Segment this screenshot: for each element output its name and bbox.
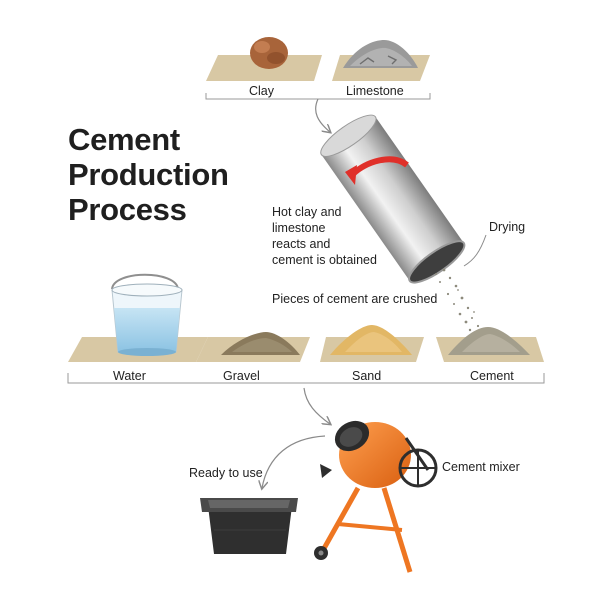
cement-tile: [436, 327, 544, 362]
arrow-to-kiln: [315, 98, 330, 132]
title-line: Cement: [68, 122, 180, 157]
bucket-icon: [111, 273, 183, 356]
storage-tub-icon: [200, 498, 298, 554]
label-limestone: Limestone: [346, 84, 404, 98]
sand-tile: [320, 325, 424, 362]
label-cement: Cement: [470, 369, 514, 383]
label-drying: Drying: [489, 220, 526, 234]
title-line: Process: [68, 192, 187, 227]
label-ready-to-use: Ready to use: [189, 466, 263, 480]
label-clay: Clay: [249, 84, 275, 98]
label-sand: Sand: [352, 369, 382, 383]
label-cement-mixer: Cement mixer: [442, 460, 520, 474]
arrow-to-mixer: [303, 387, 330, 424]
drying-pointer: [463, 234, 487, 267]
clay-tile: [206, 37, 322, 81]
cement-mixer-icon: [314, 420, 438, 573]
rotary-kiln: [320, 114, 466, 284]
label-crushed: Pieces of cement are crushed: [272, 292, 438, 306]
page-title: Cement Production Process: [68, 122, 229, 227]
reaction-line: limestone: [272, 221, 326, 235]
reaction-line: Hot clay and: [272, 205, 342, 219]
rotation-arrow-icon: [345, 156, 409, 185]
ready-arrow: [262, 435, 326, 488]
reaction-line: cement is obtained: [272, 253, 377, 267]
reaction-line: reacts and: [272, 237, 331, 251]
label-gravel: Gravel: [223, 369, 260, 383]
ingredients-bracket: [67, 373, 545, 384]
limestone-tile: [332, 40, 430, 81]
cement-powder-stream: [435, 268, 485, 338]
reaction-note: Hot clay and limestone reacts and cement…: [272, 204, 377, 268]
title-line: Production: [68, 157, 229, 192]
label-water: Water: [113, 369, 146, 383]
gravel-tile: [196, 332, 310, 362]
